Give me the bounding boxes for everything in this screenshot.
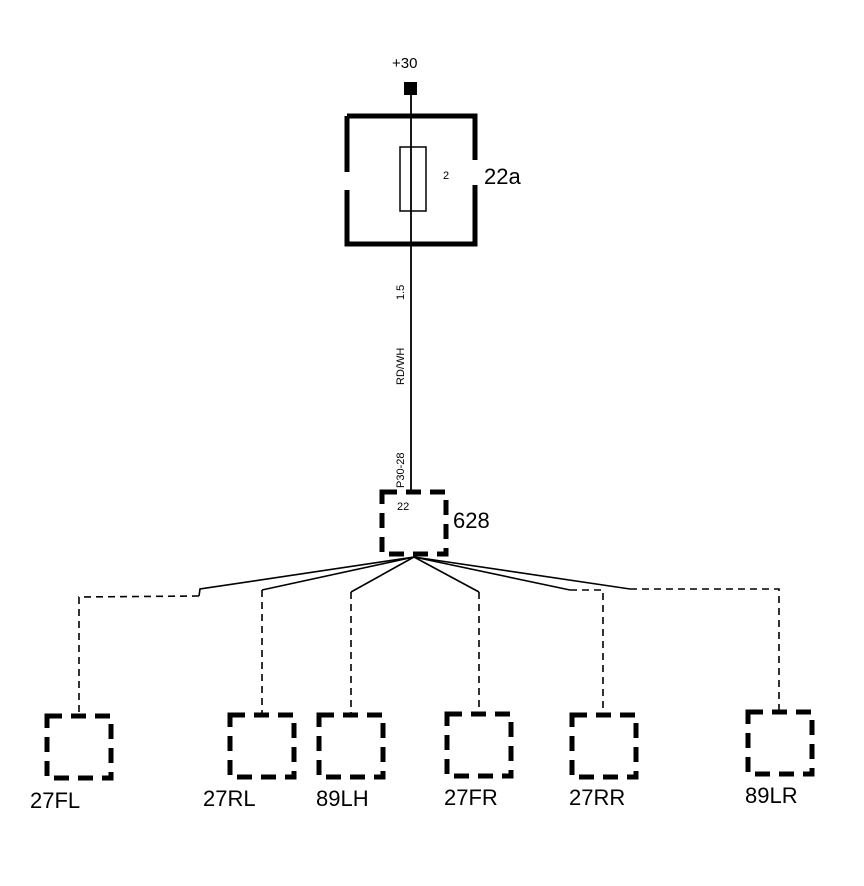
branch-27FL bbox=[198, 556, 415, 597]
splice-id: 628 bbox=[453, 508, 490, 533]
component-label-89LH: 89LH bbox=[316, 786, 369, 811]
branch-27RL bbox=[261, 556, 415, 591]
fuse-symbol bbox=[399, 146, 427, 212]
branch-27FR bbox=[413, 556, 480, 593]
fuse-id: 22a bbox=[484, 164, 521, 189]
branch-dashed bbox=[78, 588, 780, 716]
dashed-27FL bbox=[78, 595, 200, 716]
fuse-number: 2 bbox=[443, 170, 449, 182]
splice-box bbox=[379, 489, 449, 557]
branch-27RR bbox=[413, 556, 571, 591]
component-label-27RR: 27RR bbox=[569, 785, 625, 810]
component-label-89LR: 89LR bbox=[745, 783, 798, 808]
supply-label: +30 bbox=[392, 55, 417, 72]
component-box-89LH bbox=[316, 712, 386, 780]
component-box-27RL bbox=[227, 712, 297, 780]
splice-pin: 22 bbox=[397, 501, 409, 513]
wire-color: RD/WH bbox=[395, 348, 407, 385]
branch-89LR bbox=[413, 556, 631, 590]
component-box-27FL bbox=[44, 713, 114, 781]
component-box-89LR bbox=[745, 709, 815, 777]
branch-89LH bbox=[350, 556, 415, 593]
wire-size: 1.5 bbox=[395, 285, 407, 300]
wire-code: P30-28 bbox=[395, 453, 407, 488]
component-label-27RL: 27RL bbox=[203, 786, 256, 811]
supply-terminal bbox=[404, 82, 417, 95]
component-label-27FR: 27FR bbox=[444, 785, 498, 810]
component-box-27RR bbox=[569, 712, 639, 780]
dashed-27RR bbox=[570, 589, 604, 715]
component-box-27FR bbox=[444, 711, 514, 779]
component-label-27FL: 27FL bbox=[30, 788, 80, 813]
branch-wires bbox=[198, 556, 631, 597]
dashed-89LR bbox=[630, 588, 780, 712]
